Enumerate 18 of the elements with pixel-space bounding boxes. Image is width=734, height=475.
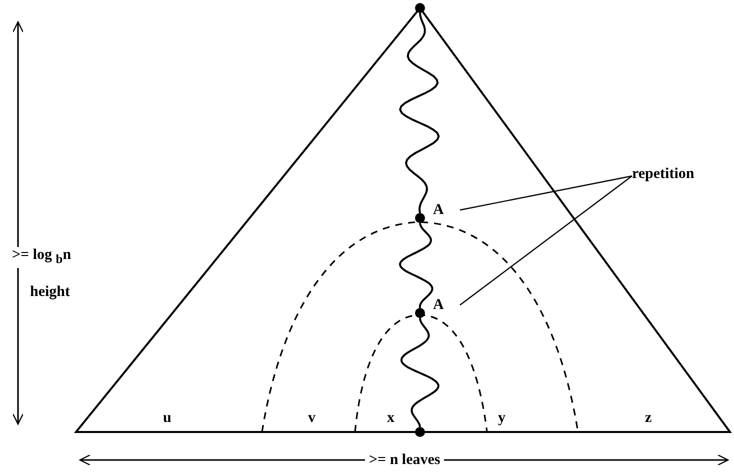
substring-label: y xyxy=(498,410,506,427)
node-dot xyxy=(415,3,425,13)
node-label: A xyxy=(433,297,444,314)
substring-label: x xyxy=(387,410,394,427)
node-label: A xyxy=(433,202,444,219)
substring-label: u xyxy=(163,410,172,427)
tree-path xyxy=(398,222,434,308)
tree-path xyxy=(400,318,440,428)
leader-line xyxy=(460,175,632,211)
tree-path xyxy=(399,12,440,214)
node-dot xyxy=(415,308,425,318)
substring-label: v xyxy=(308,410,316,427)
height-label: height xyxy=(30,284,70,301)
substring-label: z xyxy=(645,410,652,427)
leader-line xyxy=(460,176,632,306)
node-dot xyxy=(415,427,425,437)
node-dot xyxy=(415,213,425,223)
annotation-text: repetition xyxy=(632,166,694,183)
